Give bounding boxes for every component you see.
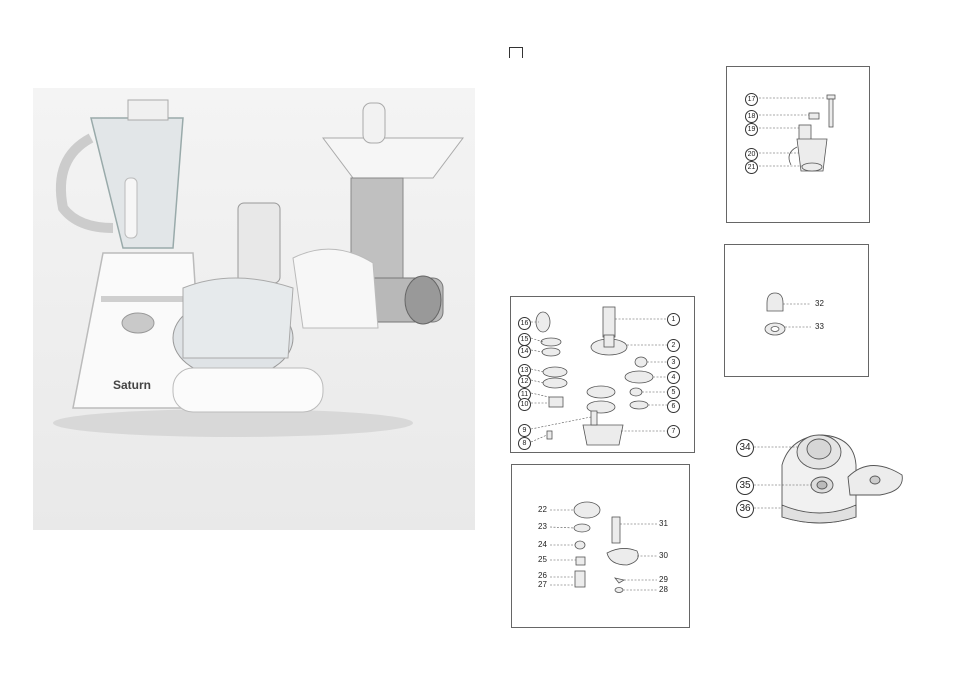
part-label: 24	[538, 540, 547, 549]
part-label: 9	[518, 424, 531, 437]
part-label: 19	[745, 123, 758, 136]
part-label: 18	[745, 110, 758, 123]
part-label: 27	[538, 580, 547, 589]
part-label: 5	[667, 386, 680, 399]
part-label: 7	[667, 425, 680, 438]
part-label: 10	[518, 398, 531, 411]
parts-diagram-17-21: 17 18 19 20 21	[726, 66, 870, 223]
parts-diagram-32-33: 32 33	[724, 244, 869, 377]
part-label: 4	[667, 371, 680, 384]
part-label: 28	[659, 585, 668, 594]
part-label: 20	[745, 148, 758, 161]
product-photo: Saturn	[33, 88, 475, 530]
part-label: 16	[518, 317, 531, 330]
part-label: 3	[667, 356, 680, 369]
part-label: 36	[736, 500, 754, 518]
base-unit-diagram: 34 35 36	[730, 425, 910, 535]
part-label: 22	[538, 505, 547, 514]
part-label: 29	[659, 575, 668, 584]
part-label: 21	[745, 161, 758, 174]
part-label: 35	[736, 477, 754, 495]
part-label: 34	[736, 439, 754, 457]
part-label: 14	[518, 345, 531, 358]
parts-diagram-1-16: 16 15 14 13 12 11 10 9 8 1 2 3 4 5 6 7	[510, 296, 695, 453]
part-label: 30	[659, 551, 668, 560]
part-label: 8	[518, 437, 531, 450]
part-label: 33	[815, 322, 824, 331]
part-label: 1	[667, 313, 680, 326]
part-label: 25	[538, 555, 547, 564]
part-label: 6	[667, 400, 680, 413]
part-label: 31	[659, 519, 668, 528]
part-label: 17	[745, 93, 758, 106]
brand-label: Saturn	[113, 378, 152, 392]
part-label: 26	[538, 571, 547, 580]
parts-diagram-22-31: 22 23 24 25 26 27 31 30 29 28	[511, 464, 690, 628]
page-corner-mark	[509, 47, 523, 58]
part-label: 12	[518, 375, 531, 388]
part-label: 23	[538, 522, 547, 531]
part-label: 32	[815, 299, 824, 308]
part-label: 2	[667, 339, 680, 352]
